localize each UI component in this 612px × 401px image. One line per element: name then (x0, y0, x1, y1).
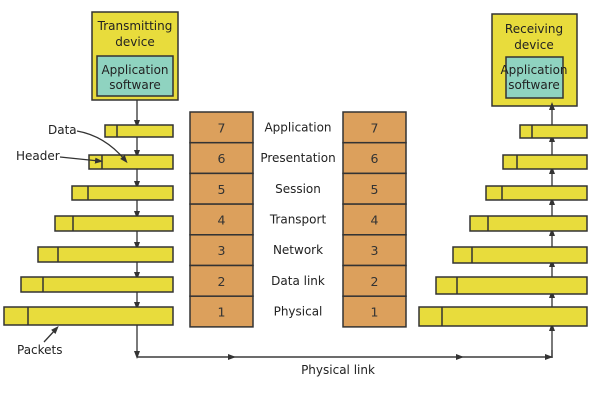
layer-name: Application (264, 120, 331, 134)
right-layer-cell (342, 295, 407, 328)
packet (54, 215, 174, 232)
right-layer-number: 6 (371, 151, 379, 166)
packet (469, 215, 588, 232)
right-layer-number: 3 (371, 243, 379, 258)
left-layer-cell (189, 295, 254, 328)
transmitting-device-title-1: Transmitting (97, 19, 173, 33)
layer-name: Physical (274, 305, 323, 319)
left-layer-number: 3 (218, 243, 226, 258)
packet (418, 306, 588, 327)
packets-callout-label: Packets (17, 343, 63, 357)
transmit-packets (3, 124, 174, 326)
transmitting-device: Transmitting device Application software (91, 11, 179, 101)
transmitter-application-software-box (96, 55, 174, 97)
left-layer-cell (189, 264, 254, 297)
right-layer-cell (342, 264, 407, 297)
right-layer-number: 4 (371, 212, 379, 227)
data-callout-label: Data (48, 123, 77, 137)
layer-name: Data link (271, 274, 325, 288)
right-layer-cell (342, 111, 407, 144)
left-layer-number: 5 (218, 182, 226, 197)
left-layer-number: 4 (218, 212, 226, 227)
left-layer-cell (189, 234, 254, 267)
packet (37, 246, 174, 263)
receiver-app-label-1: Application (500, 63, 567, 77)
left-layer-number: 1 (218, 305, 226, 320)
receiver-app-label-2: software (508, 78, 560, 92)
right-layer-number: 7 (371, 120, 379, 135)
data-callout-arrow (76, 130, 128, 164)
packet (452, 246, 588, 264)
left-layer-number: 2 (218, 274, 226, 289)
transmitter-app-label-2: software (109, 78, 161, 92)
callouts (43, 130, 128, 343)
receive-packets (418, 124, 588, 327)
packet (485, 185, 588, 201)
packet (3, 306, 174, 326)
header-callout-arrow (59, 156, 103, 164)
right-layer-cell (342, 234, 407, 267)
layer-stacks: 7 7 Application 6 6 Presentation 5 5 Session 4 4 Tr… (189, 111, 407, 328)
transmitter-app-label-1: Application (101, 63, 168, 77)
right-layer-number: 5 (371, 182, 379, 197)
layer-name: Presentation (260, 151, 335, 165)
receiver-application-software-box (505, 56, 564, 99)
left-layer-number: 6 (218, 151, 226, 166)
packet (519, 124, 588, 139)
layer-name: Session (275, 182, 321, 196)
left-layer-cell (189, 111, 254, 144)
packet (104, 124, 174, 138)
right-layer-number: 1 (371, 305, 379, 320)
physical-link (137, 350, 553, 360)
transmitting-device-title-2: device (115, 35, 154, 49)
physical-link-label: Physical link (301, 363, 375, 377)
left-layer-number: 7 (218, 120, 226, 135)
right-layer-number: 2 (371, 274, 379, 289)
packet (20, 276, 174, 293)
header-callout-label: Header (16, 149, 60, 163)
right-layer-cell (342, 172, 407, 205)
packet (88, 154, 174, 170)
receiving-device-title-1: Receiving (505, 22, 563, 36)
packet (502, 154, 588, 170)
layer-name: Transport (269, 212, 327, 226)
left-layer-cell (189, 141, 254, 175)
left-layer-cell (189, 172, 254, 205)
packet (71, 185, 174, 201)
receiving-device: Receiving device Application software (491, 13, 578, 107)
receiving-device-title-2: device (514, 38, 553, 52)
layer-name: Network (273, 243, 323, 257)
packets-callout-arrow (43, 326, 59, 343)
right-layer-cell (342, 141, 407, 175)
packet (435, 276, 588, 295)
